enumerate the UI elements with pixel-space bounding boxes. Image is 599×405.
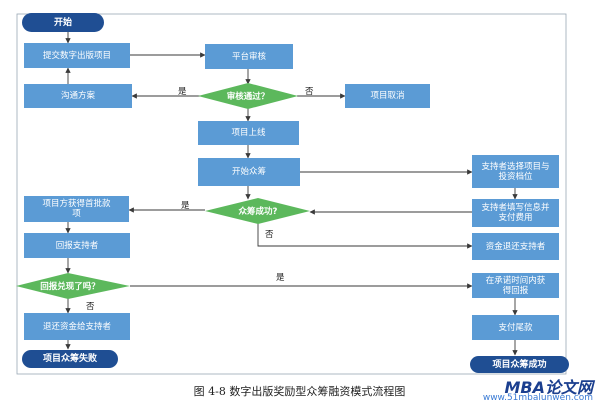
platform-review-box: 平台审核 [205, 44, 293, 69]
reward-decision-label: 回报兑现了吗？ [40, 282, 100, 292]
success-terminal: 项目众筹成功 [470, 356, 569, 373]
edge-label-no-refund: 否 [265, 230, 274, 240]
crowdfunding-decision-diamond [205, 198, 310, 224]
review-decision-diamond [198, 83, 298, 109]
reward-decision-diamond [16, 273, 130, 299]
edge-label-yes-ontime: 是 [276, 273, 285, 283]
start-crowdfunding-box: 开始众筹 [198, 158, 300, 186]
edge-label-no-cancel: 否 [305, 87, 314, 97]
project-online-box: 项目上线 [198, 121, 299, 145]
refund-supporters-box: 资金退还支持者 [472, 233, 559, 260]
fail-terminal: 项目众筹失败 [22, 350, 118, 368]
edge-decision-refund [257, 222, 473, 249]
supporter-choose-box: 支持者选择项目与投资档位 [472, 155, 559, 188]
submit-project-box: 提交数字出版项目 [24, 43, 130, 68]
reward-supporters-box: 回报支持者 [24, 233, 130, 258]
start-terminal: 开始 [22, 13, 104, 32]
communicate-box: 沟通方案 [24, 84, 132, 108]
edge-label-yes-communicate: 是 [178, 87, 187, 97]
refund-return-box: 退还资金给支持者 [24, 313, 130, 340]
get-funds-box: 项目方获得首批款项 [24, 196, 129, 222]
review-decision-label: 审核通过？ [226, 92, 270, 102]
watermark-brand: MBA论文网 [504, 378, 593, 397]
crowdfunding-decision-label: 众筹成功? [238, 207, 278, 217]
pay-final-box: 支付尾款 [472, 315, 559, 340]
edge-label-no-refundreturn: 否 [86, 302, 95, 312]
figure-caption: 图 4-8 数字出版奖励型众筹融资模式流程图 [193, 385, 406, 398]
watermark-url: www.51mbalunwen.com [482, 393, 593, 403]
cancel-box: 项目取消 [345, 84, 430, 108]
diagram-frame [16, 13, 567, 375]
edge-label-yes-getfunds: 是 [181, 201, 190, 211]
on-time-reward-box: 在承诺时间内获得回报 [472, 273, 559, 298]
supporter-pay-box: 支持者填写信息并支付费用 [472, 199, 559, 227]
